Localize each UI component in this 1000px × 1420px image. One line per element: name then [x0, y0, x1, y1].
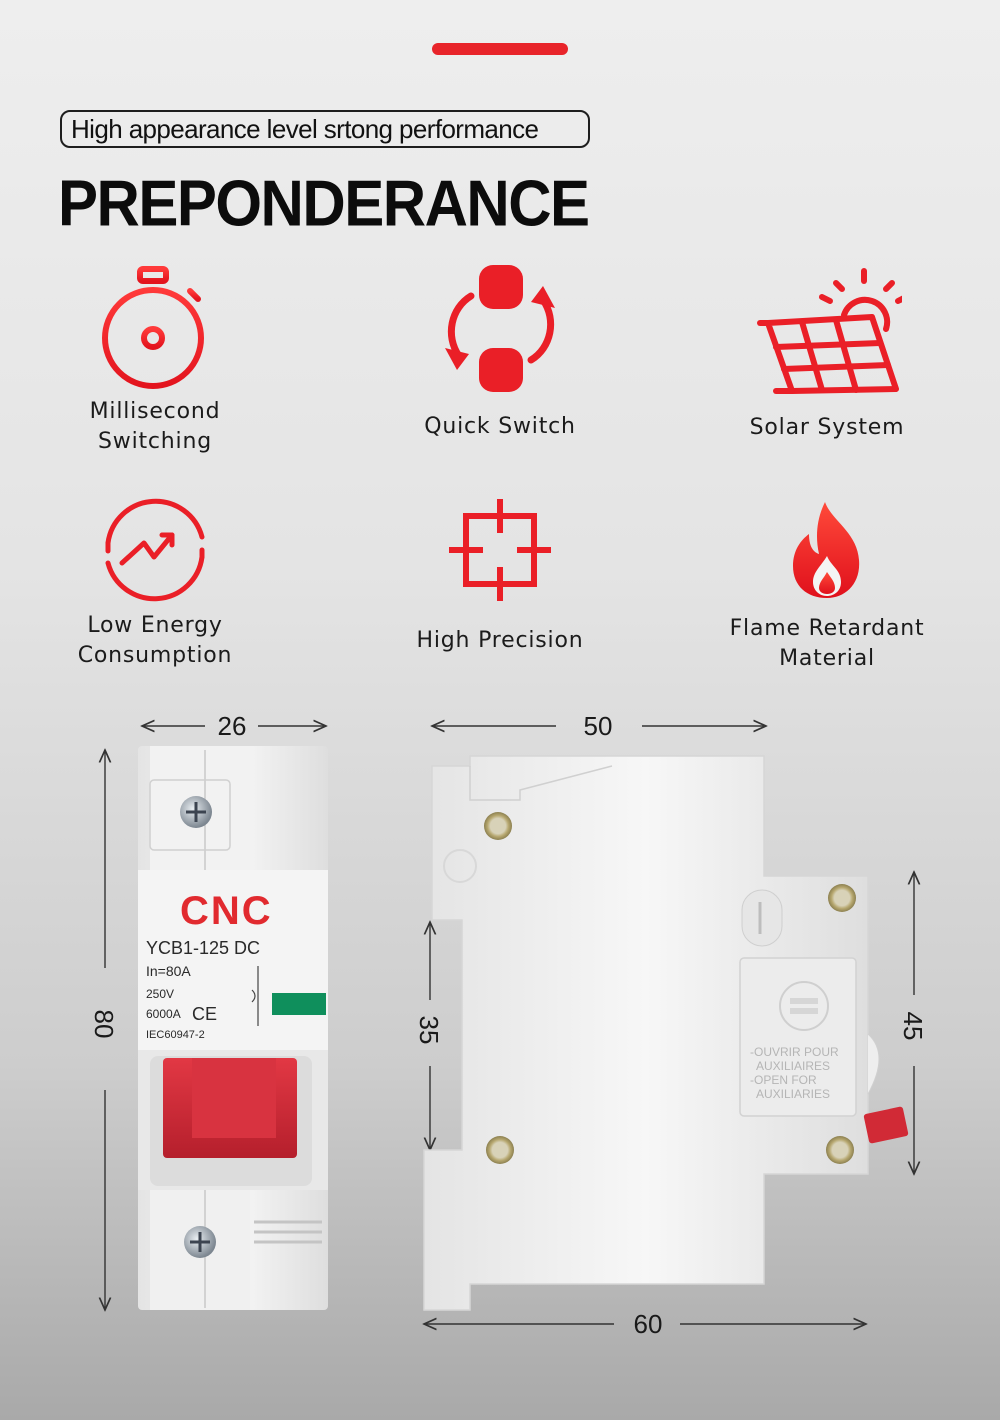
page-title: PREPONDERANCE	[58, 167, 590, 240]
feature-quick-switch: Quick Switch	[360, 262, 640, 442]
breaker-side-view: -OUVRIR POUR AUXILIAIRES -OPEN FOR AUXIL…	[423, 755, 909, 1311]
dim-side-bottom-width: 60	[634, 1309, 663, 1339]
product-dimension-drawing: 26 80 CNC YCB1-125 DC In=80A 250V 6000A …	[89, 711, 928, 1339]
status-indicator	[272, 993, 326, 1015]
dim-front-height: 80	[89, 1010, 119, 1039]
aux-label-3: -OPEN FOR	[750, 1073, 817, 1087]
feature-label: Solar System	[749, 415, 905, 440]
dim-side-rail-height: 35	[414, 1016, 444, 1045]
breaker-model: YCB1-125 DC	[146, 938, 260, 958]
rivet	[826, 1136, 854, 1164]
brand-logo: CNC	[180, 889, 273, 933]
feature-label: Millisecond Switching	[89, 399, 221, 454]
breaker-front-view: CNC YCB1-125 DC In=80A 250V 6000A IEC609…	[138, 746, 328, 1310]
feature-label: Quick Switch	[424, 414, 576, 439]
accent-bar	[432, 43, 568, 55]
solar-panel-icon	[757, 268, 902, 394]
rivet	[484, 812, 512, 840]
ce-mark: CE	[192, 1004, 217, 1024]
breaker-voltage: 250V	[146, 987, 174, 1001]
feature-low-energy-consumption: Low Energy Consumption	[15, 495, 295, 671]
feature-flame-retardant-material: Flame Retardant Material	[687, 498, 967, 674]
breaker-current: In=80A	[146, 963, 191, 979]
aux-label-4: AUXILIARIES	[756, 1087, 830, 1101]
aux-label-2: AUXILIAIRES	[756, 1059, 830, 1073]
rivet	[828, 884, 856, 912]
dim-side-right-height: 45	[898, 1012, 928, 1041]
low-energy-icon	[105, 498, 205, 602]
feature-label: Flame Retardant Material	[729, 616, 925, 671]
dim-front-width: 26	[218, 711, 247, 741]
breaker-standard: IEC60947-2	[146, 1029, 205, 1041]
flame-icon	[793, 502, 860, 598]
breaker-breaking-capacity: 6000A	[146, 1007, 181, 1021]
stopwatch-icon	[102, 266, 204, 389]
crosshair-icon	[449, 499, 551, 601]
feature-solar-system: Solar System	[687, 265, 967, 443]
rivet	[486, 1136, 514, 1164]
tagline: High appearance level srtong performance	[60, 110, 590, 148]
feature-high-precision: High Precision	[360, 498, 640, 656]
aux-label-1: -OUVRIR POUR	[750, 1045, 839, 1059]
quick-switch-icon	[445, 265, 555, 392]
side-trip-lever[interactable]	[863, 1106, 909, 1144]
dim-side-top-width: 50	[584, 711, 613, 741]
feature-label: High Precision	[416, 628, 584, 653]
feature-millisecond-switching: Millisecond Switching	[15, 265, 295, 457]
feature-label: Low Energy Consumption	[77, 613, 233, 668]
